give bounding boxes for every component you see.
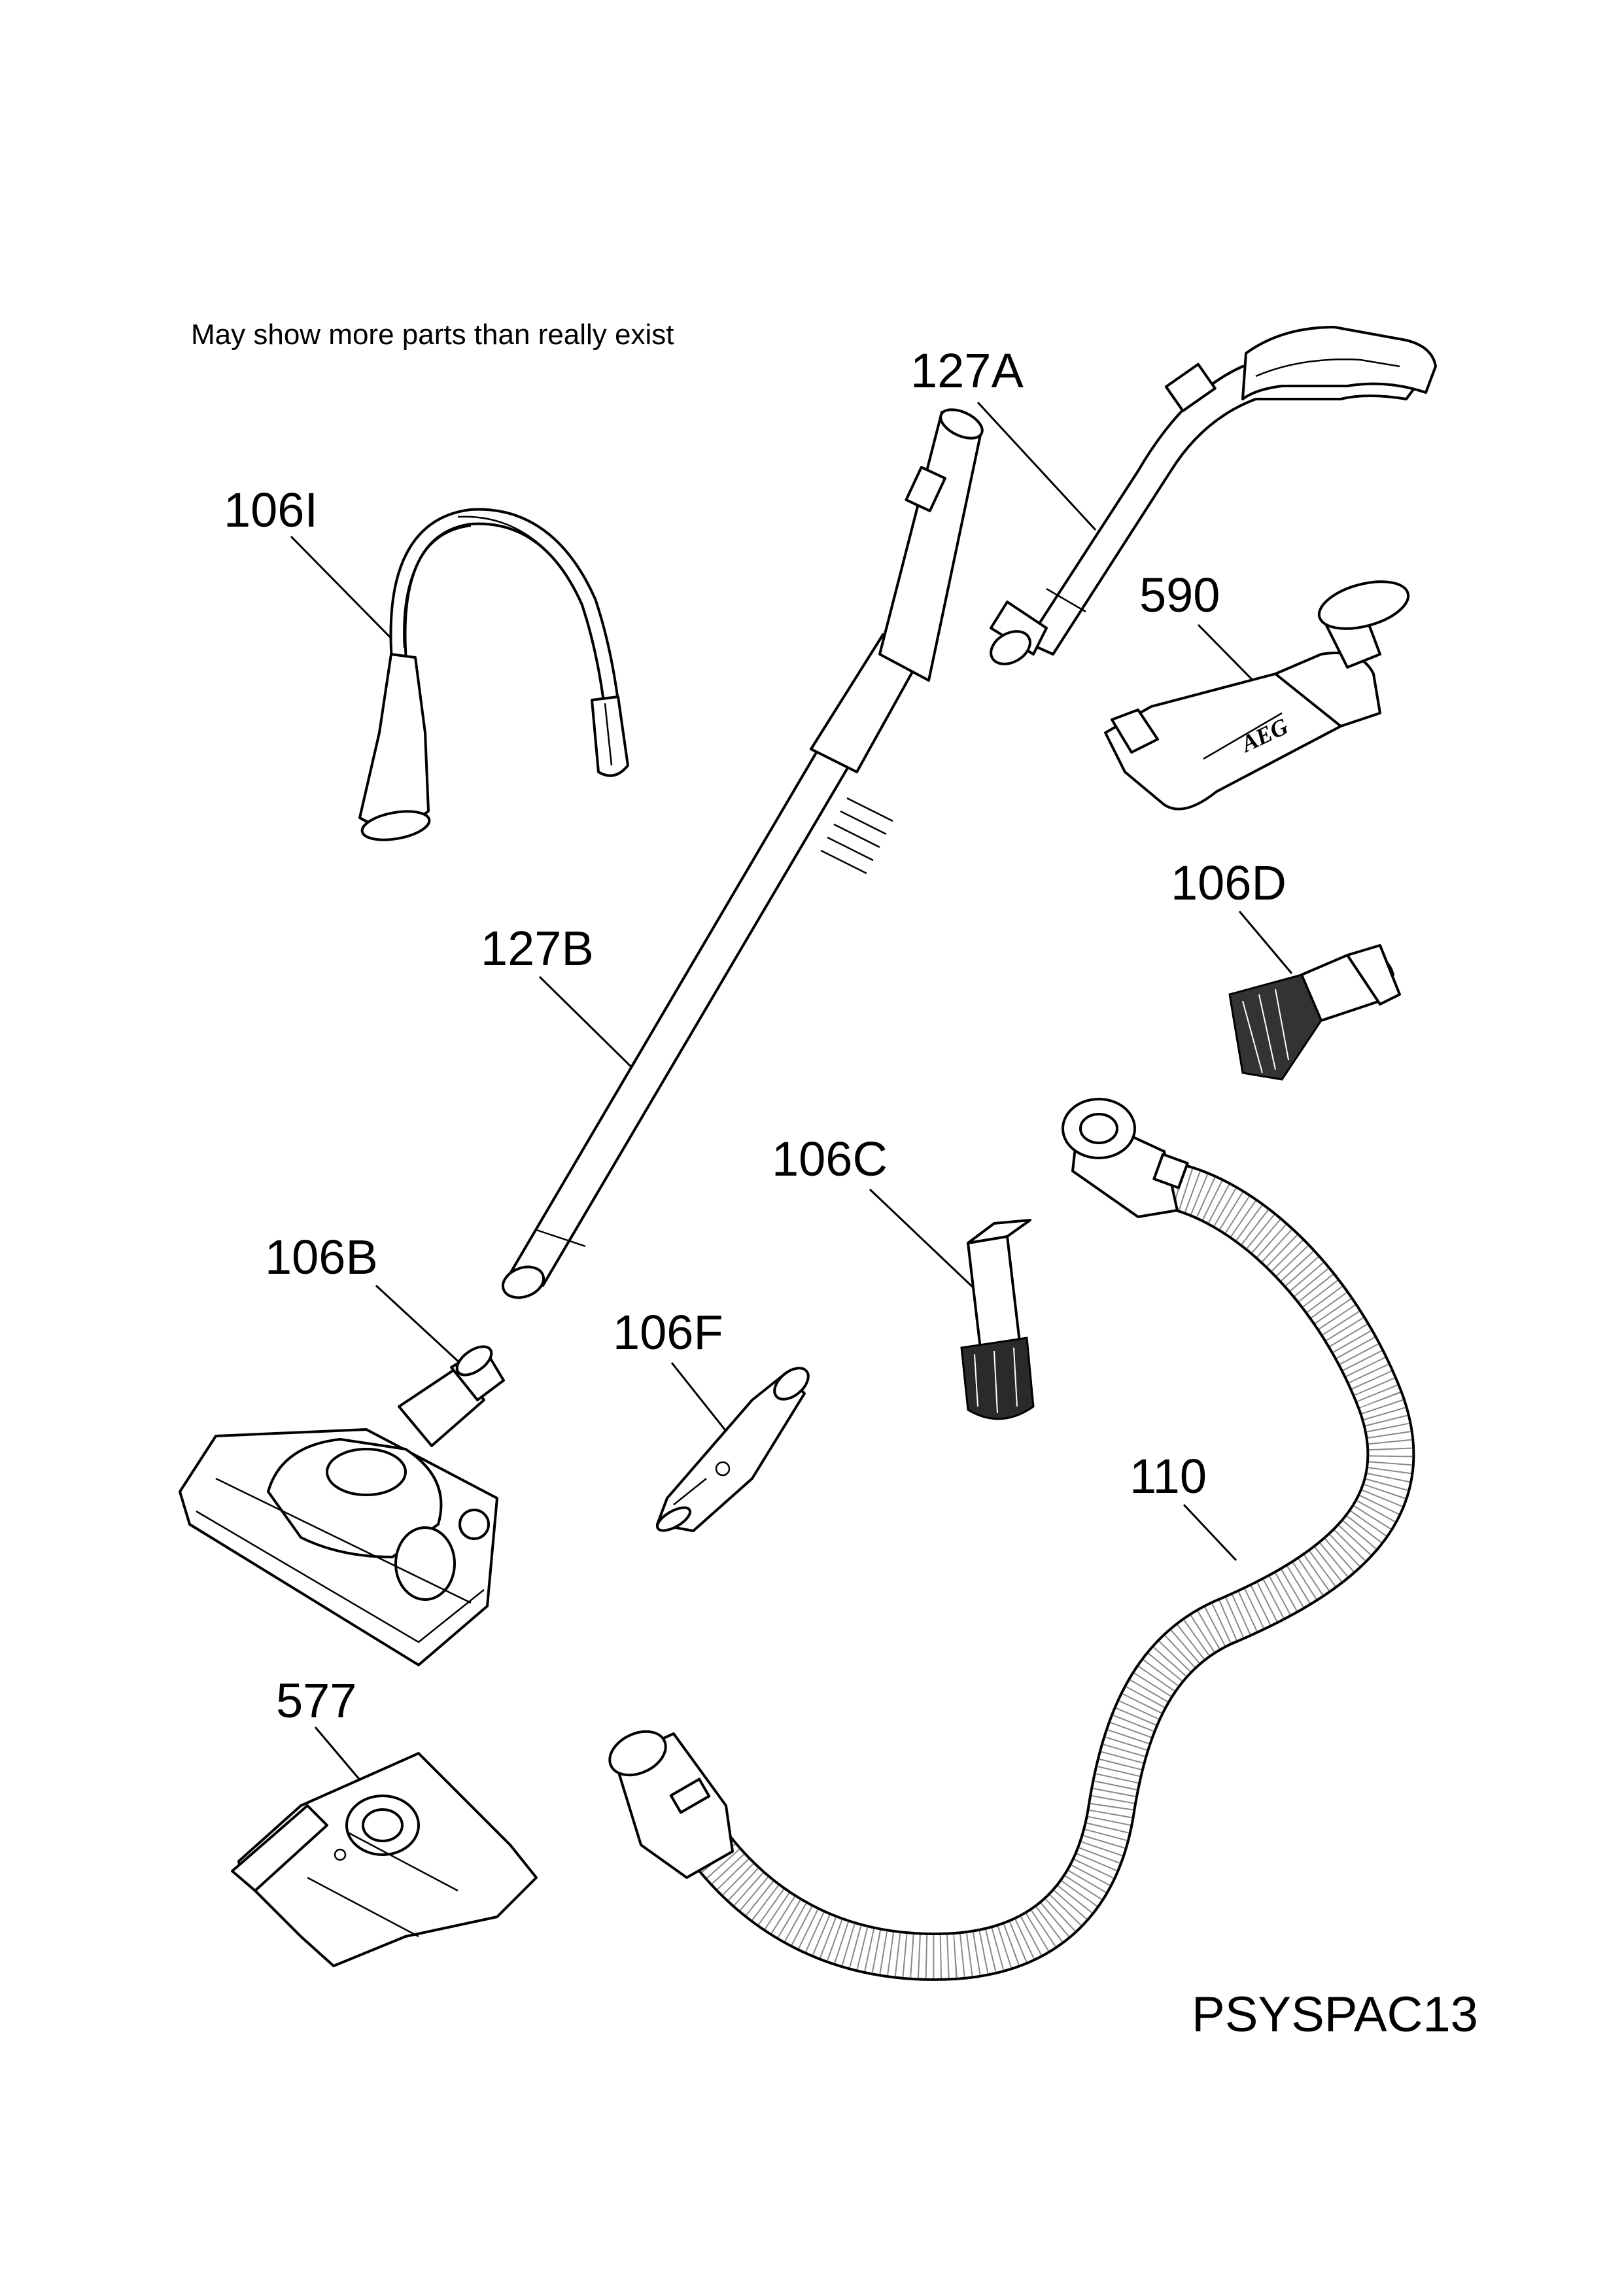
label-106B: 106B xyxy=(265,1230,378,1284)
part-127B-telescopic-tube xyxy=(502,408,984,1299)
label-106F: 106F xyxy=(613,1305,723,1359)
part-106I-flexible-crevice xyxy=(358,508,629,841)
part-590-combination-nozzle: AEG xyxy=(1104,580,1410,811)
part-106C-upholstery-brush xyxy=(960,1219,1035,1420)
label-106D: 106D xyxy=(1171,856,1287,910)
label-577: 577 xyxy=(276,1673,357,1728)
label-127B: 127B xyxy=(481,921,594,975)
diagram-code: PSYSPAC13 xyxy=(1192,1987,1478,2042)
label-590: 590 xyxy=(1139,568,1220,622)
part-106D-dusting-brush xyxy=(1228,944,1401,1081)
label-106C: 106C xyxy=(772,1132,888,1186)
part-127A-handle xyxy=(990,326,1437,665)
label-106I: 106I xyxy=(224,483,319,537)
part-106F-crevice-tool xyxy=(656,1367,810,1532)
label-110: 110 xyxy=(1130,1449,1207,1503)
disclaimer-note: May show more parts than really exist xyxy=(191,319,674,351)
label-127A: 127A xyxy=(910,343,1024,398)
part-106B-floor-nozzle xyxy=(179,1345,505,1666)
part-577-dust-bag xyxy=(231,1752,538,1967)
part-110-hose xyxy=(608,1098,1415,1981)
